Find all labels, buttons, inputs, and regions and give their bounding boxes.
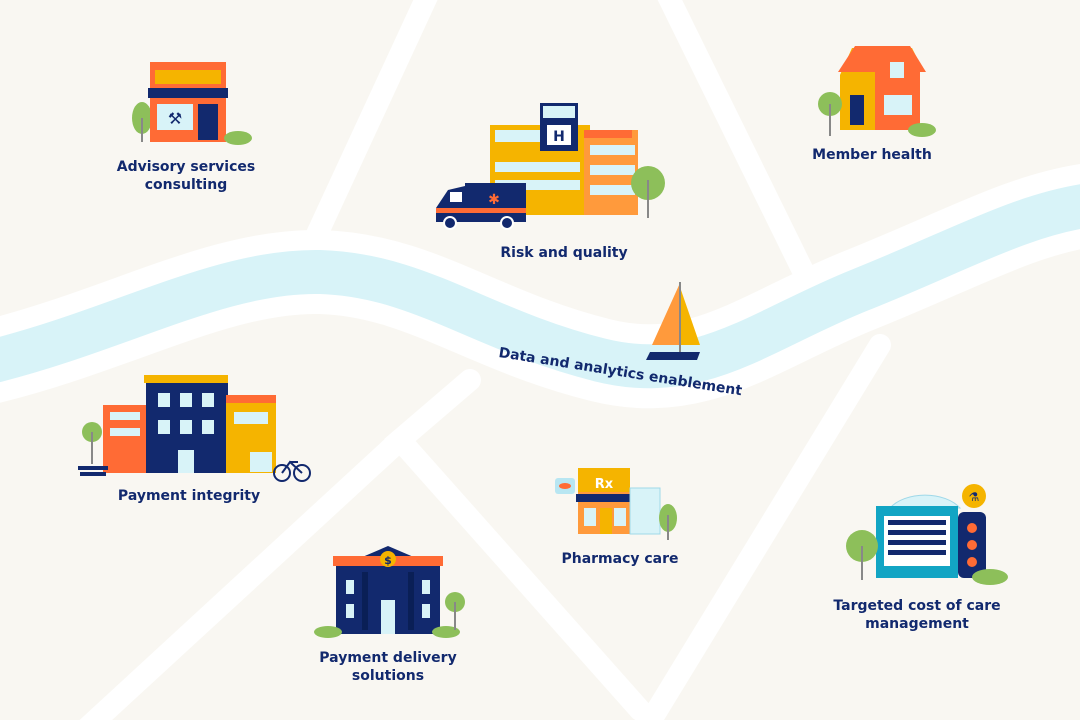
sailboat-illustration bbox=[646, 282, 700, 360]
location-targeted-cost[interactable]: Targeted cost of care management bbox=[833, 597, 1000, 633]
location-label-line1: Payment delivery bbox=[319, 650, 457, 666]
location-payment-integrity[interactable]: Payment integrity bbox=[117, 488, 261, 504]
location-label-line1: Advisory services bbox=[116, 159, 256, 175]
river bbox=[0, 164, 1080, 409]
pharmacy-sign: Rx bbox=[595, 477, 614, 492]
advisory-shop-illustration: ⚒ bbox=[132, 62, 252, 145]
svg-text:⚗: ⚗ bbox=[969, 490, 980, 504]
dollar-sign: $ bbox=[384, 554, 392, 567]
location-label-line2: solutions bbox=[351, 668, 425, 684]
location-pharmacy-care[interactable]: Pharmacy care bbox=[561, 551, 679, 567]
location-risk-and-quality[interactable]: Risk and quality bbox=[500, 245, 628, 261]
lab-building-illustration: ⚗ bbox=[846, 484, 1008, 585]
location-label-line2: consulting bbox=[144, 177, 228, 193]
svg-text:⚒: ⚒ bbox=[168, 109, 182, 128]
location-member-health[interactable]: Member health bbox=[812, 147, 932, 163]
location-label-line1: Targeted cost of care bbox=[833, 598, 1001, 614]
hospital-sign: H bbox=[553, 129, 565, 145]
hospital-illustration: H ✱ bbox=[436, 103, 665, 230]
location-payment-delivery[interactable]: Payment delivery solutions bbox=[319, 649, 456, 685]
location-advisory-services[interactable]: Advisory services consulting bbox=[117, 158, 255, 194]
house-illustration bbox=[818, 46, 936, 137]
roads bbox=[79, 0, 891, 720]
location-label-line2: management bbox=[865, 616, 969, 632]
pharmacy-illustration: Rx bbox=[555, 468, 677, 540]
city-block-illustration bbox=[78, 375, 311, 482]
bank-illustration: $ bbox=[314, 546, 465, 638]
svg-text:✱: ✱ bbox=[488, 192, 500, 208]
